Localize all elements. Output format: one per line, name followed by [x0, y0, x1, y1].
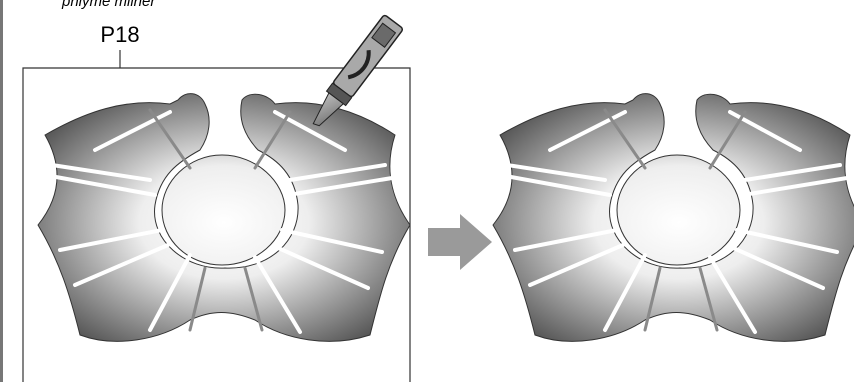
- header-caption: phlyme milner: [61, 0, 156, 10]
- plastic-part-after: [493, 94, 854, 342]
- right-arrow-icon: [428, 214, 492, 270]
- plastic-part-before: [38, 94, 410, 342]
- page-margin-rule: [0, 0, 3, 382]
- part-label: P18: [100, 22, 139, 47]
